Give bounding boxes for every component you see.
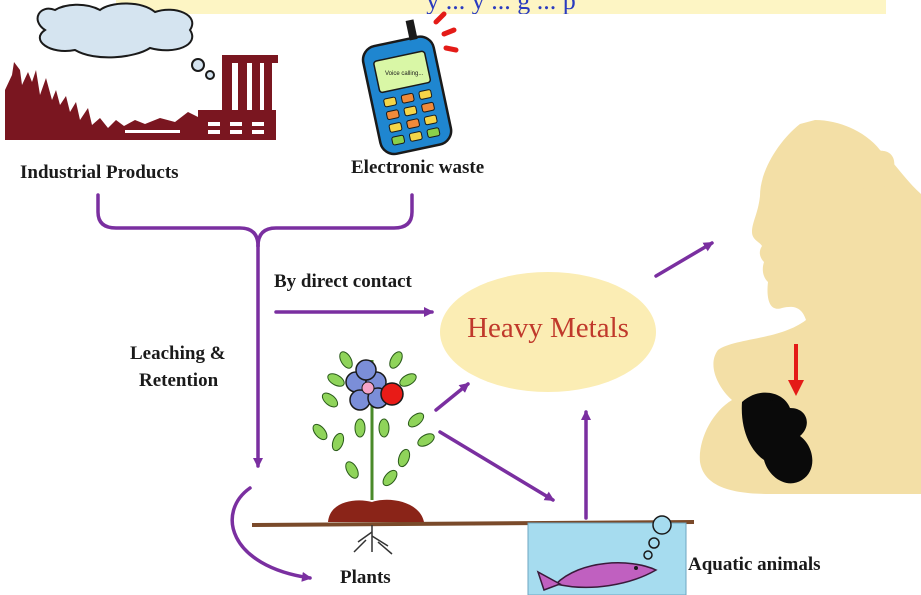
title-text: y ... y ... g ... p: [116, 0, 886, 14]
factory-windows: [125, 122, 264, 134]
soil-mound: [328, 499, 424, 522]
direct-contact-label: By direct contact: [274, 271, 412, 292]
heavy-metals-label: Heavy Metals: [467, 312, 629, 344]
fish-icon: [536, 562, 658, 591]
fetus-icon: [741, 392, 813, 484]
pregnant-woman-silhouette: [699, 120, 921, 494]
smoke-cloud-icon: [36, 2, 215, 80]
mobile-phone-icon: [361, 19, 453, 156]
plants-label: Plants: [340, 567, 391, 588]
phone-screen-text: Voice calling...: [385, 71, 424, 77]
industrial-products-label: Industrial Products: [20, 162, 179, 183]
apple-icon: [380, 382, 404, 406]
aquatic-animals-label: Aquatic animals: [688, 554, 821, 575]
title-banner: y ... y ... g ... p: [116, 0, 886, 14]
electronic-waste-label: Electronic waste: [351, 157, 485, 178]
plant-roots: [353, 525, 393, 555]
factory-icon: [5, 55, 278, 140]
plant-icon: [312, 351, 435, 500]
flower-icon: [345, 359, 389, 411]
bubbles: [643, 515, 672, 560]
sources-bracket: [96, 193, 714, 582]
leaching-label: Leaching &: [130, 343, 226, 364]
ringing-marks: [433, 11, 459, 53]
retention-label: Retention: [139, 370, 219, 391]
heavy-metals-ellipse: [440, 272, 656, 392]
